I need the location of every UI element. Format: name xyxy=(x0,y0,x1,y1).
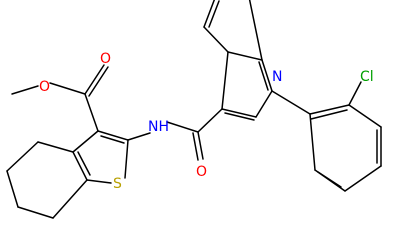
bond-layer xyxy=(6,0,382,219)
amide-nh-label: NH xyxy=(148,119,169,135)
ester-oxygen-label: O xyxy=(39,79,50,95)
amide-oxygen-label: O xyxy=(196,164,207,180)
chlorine-label: Cl xyxy=(360,69,374,85)
quinoline-nitrogen-label: N xyxy=(272,69,282,85)
thiophene-sulfur-label: S xyxy=(113,176,122,192)
ester-carbonyl-oxygen-label: O xyxy=(100,51,111,67)
atom-label-layer: O O NH O N S Cl xyxy=(39,51,374,192)
structure-drawing: O O NH O N S Cl xyxy=(6,0,382,219)
molecule-canvas: O O NH O N S Cl xyxy=(6,0,382,219)
